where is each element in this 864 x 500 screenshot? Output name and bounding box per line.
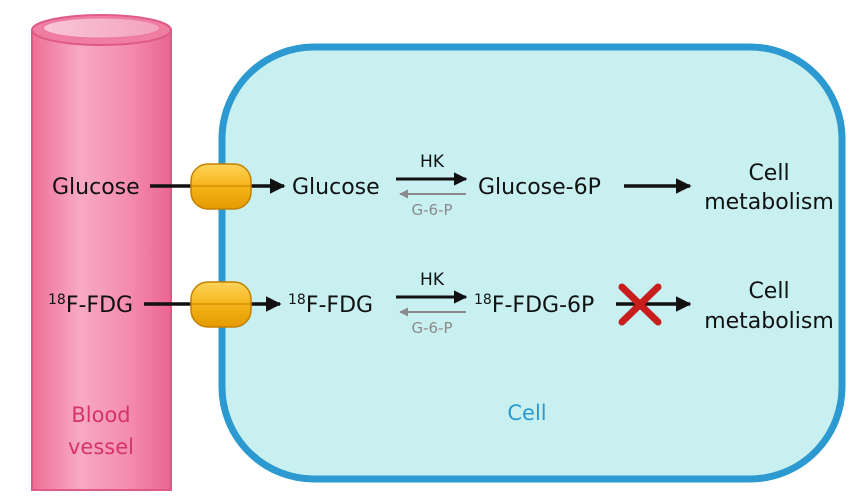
glucose-hk-label: HK xyxy=(420,152,445,172)
red-x-icon xyxy=(618,283,662,326)
glucose-outside-label: Glucose xyxy=(52,175,140,200)
fdg-fate-line1: Cell xyxy=(748,279,789,304)
fdg-6p-label: 18F-FDG-6P xyxy=(474,292,594,318)
cell: Cell xyxy=(218,43,846,483)
fdg-fate-line2: metabolism xyxy=(704,309,834,334)
blood-vessel: Blood vessel xyxy=(31,14,172,491)
fdg-hk-label: HK xyxy=(420,270,445,290)
glucose-transporter xyxy=(190,163,252,210)
fdg-outside-label: 18F-FDG xyxy=(48,292,133,318)
glucose-6p-label: Glucose-6P xyxy=(478,175,601,200)
glucose-g6p-label: G-6-P xyxy=(411,201,452,219)
glucose-inside-label: Glucose xyxy=(292,175,380,200)
glucose-fate-line2: metabolism xyxy=(704,190,834,215)
vessel-label-line2: vessel xyxy=(68,435,134,459)
glucose-row: Glucose Glucose HK G-6-P Glucose-6P Cell… xyxy=(52,152,834,219)
fdg-row: 18F-FDG 18F-FDG HK G-6-P 18F-FDG-6P Cell… xyxy=(48,270,834,337)
fdg-transporter xyxy=(190,281,252,328)
cell-label: Cell xyxy=(507,401,546,425)
vessel-label-line1: Blood xyxy=(71,403,130,427)
glucose-fate-line1: Cell xyxy=(748,161,789,186)
fdg-inside-label: 18F-FDG xyxy=(288,292,373,318)
fdg-g6p-label: G-6-P xyxy=(411,319,452,337)
